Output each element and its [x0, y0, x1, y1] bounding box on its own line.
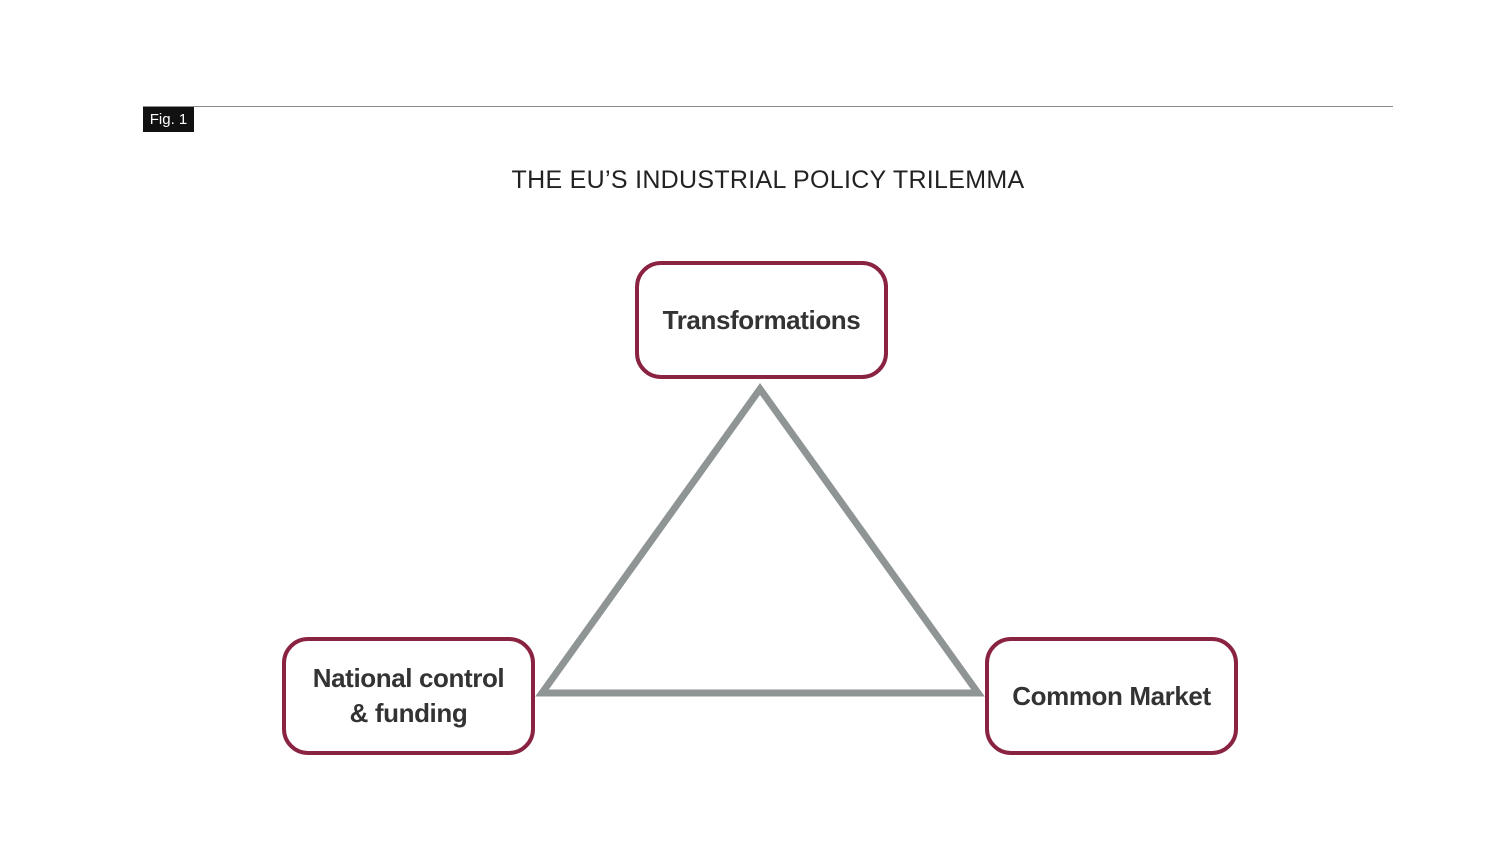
node-national-control-label: National control & funding [312, 663, 505, 728]
node-common-market-label: Common Market [1012, 680, 1211, 711]
trilemma-triangle [535, 382, 985, 697]
node-common-market: Common Market [985, 637, 1238, 755]
node-transformations-label: Transformations [662, 304, 861, 335]
figure-label: Fig. 1 [143, 107, 194, 132]
header-rule [143, 106, 1393, 107]
node-transformations: Transformations [635, 261, 888, 379]
node-national-control: National control & funding [282, 637, 535, 755]
figure-title: THE EU’S INDUSTRIAL POLICY TRILEMMA [511, 166, 1025, 194]
